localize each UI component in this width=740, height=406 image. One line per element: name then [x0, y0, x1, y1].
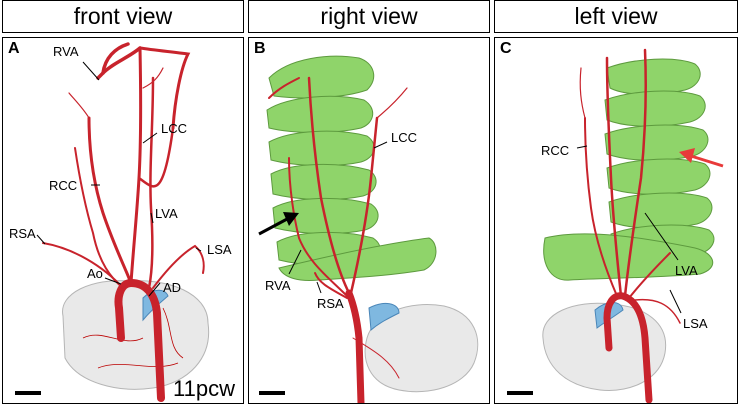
label-lva: LVA	[675, 263, 698, 278]
label-rsa: RSA	[9, 226, 36, 241]
panel-letter-a: A	[8, 40, 20, 57]
vertebral-column	[543, 58, 715, 281]
label-lsa: LSA	[683, 316, 708, 331]
artery-tree	[42, 42, 205, 402]
scale-bar	[507, 391, 533, 395]
scale-bar	[15, 391, 41, 395]
panel-front: A	[2, 37, 244, 404]
panel-left: C RCC	[494, 37, 738, 404]
label-lsa: LSA	[207, 242, 232, 257]
label-leaders	[288, 141, 388, 294]
label-ad: AD	[163, 280, 181, 295]
label-lva: LVA	[155, 206, 178, 221]
left-view-illustration: RCC LVA LSA	[507, 48, 724, 403]
scale-bar	[259, 391, 285, 395]
front-view-illustration: RVA LCC RCC LVA RSA LSA Ao AD	[9, 42, 232, 402]
ductus-shape	[368, 302, 400, 332]
vertebral-column	[266, 55, 437, 281]
heart-shape	[364, 304, 479, 393]
label-rsa: RSA	[317, 296, 344, 311]
header-left-label: left view	[574, 3, 658, 29]
panel-letter-b: B	[254, 40, 266, 57]
label-rcc: RCC	[49, 178, 77, 193]
label-leaders	[36, 61, 202, 297]
label-lcc: LCC	[161, 121, 187, 136]
heart-shape	[62, 280, 210, 390]
right-view-illustration: LCC RVA RSA	[258, 55, 479, 403]
header-left-view: left view	[494, 0, 738, 33]
label-rva: RVA	[265, 278, 291, 293]
label-rva: RVA	[53, 44, 79, 59]
label-ao: Ao	[87, 266, 103, 281]
header-right-view: right view	[248, 0, 490, 33]
artery-tree	[268, 76, 408, 403]
label-leaders	[576, 145, 682, 314]
header-front-view: front view	[2, 0, 244, 33]
age-stamp: 11pcw	[173, 376, 235, 401]
header-right-label: right view	[320, 3, 418, 29]
label-rcc: RCC	[541, 143, 569, 158]
panel-letter-c: C	[500, 40, 512, 57]
artery-tree	[579, 48, 681, 403]
black-arrow	[258, 212, 299, 236]
heart-shape	[542, 302, 667, 391]
red-arrow	[679, 148, 724, 168]
label-lcc: LCC	[391, 130, 417, 145]
panel-right: B	[248, 37, 490, 404]
header-front-label: front view	[73, 3, 173, 29]
heart-inner-lines	[82, 307, 184, 369]
